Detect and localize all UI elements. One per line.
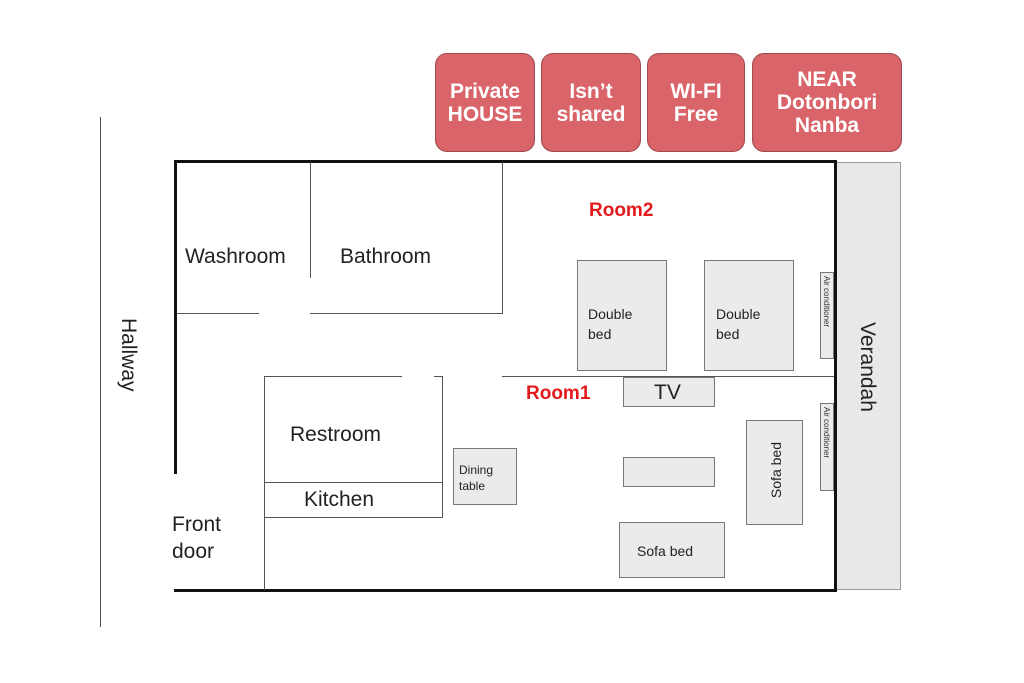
wall-restroom-top-right — [434, 376, 442, 377]
wall-bathroom-right — [502, 162, 503, 314]
air-conditioner-top-label: Air conditioner — [822, 276, 831, 328]
sofa-bed-vertical-label: Sofa bed — [768, 442, 784, 499]
washroom-label: Washroom — [185, 245, 286, 268]
wall-restroom-right — [442, 376, 443, 518]
bathroom-label: Bathroom — [340, 245, 432, 268]
room2-label: Room2 — [589, 200, 654, 221]
wall-washroom-bathroom — [310, 162, 311, 278]
kitchen-label: Kitchen — [304, 488, 375, 511]
hallway-line — [100, 117, 101, 627]
wall-bathroom-bottom — [310, 313, 503, 314]
double-bed-left — [577, 260, 667, 371]
sofa-bed-horizontal-label: Sofa bed — [637, 543, 694, 559]
sofa-bed-vertical — [746, 420, 803, 525]
wall-restroom-left — [264, 376, 265, 590]
room1-label: Room1 — [526, 383, 591, 404]
outer-wall-top — [174, 160, 836, 163]
outer-wall-right — [834, 160, 837, 592]
air-conditioner-top — [820, 272, 834, 359]
air-conditioner-bottom-label: Air conditioner — [822, 407, 831, 459]
wall-kitchen-top — [264, 482, 442, 483]
hallway-label: Hallway — [117, 318, 140, 392]
verandah-label: Verandah — [856, 322, 879, 412]
sofa-bed-horizontal — [619, 522, 725, 578]
tv-label: TV — [654, 381, 681, 404]
outer-wall-left — [174, 160, 177, 474]
wall-room-divider — [502, 376, 834, 377]
tv — [623, 377, 715, 407]
wall-washroom-bottom — [177, 313, 259, 314]
outer-wall-bottom — [174, 589, 836, 592]
coffee-table — [623, 457, 715, 487]
wall-restroom-top — [264, 376, 402, 377]
air-conditioner-bottom — [820, 403, 834, 491]
double-bed-right — [704, 260, 794, 371]
wall-kitchen-bottom — [264, 517, 442, 518]
dining-table — [453, 448, 517, 505]
restroom-label: Restroom — [290, 423, 382, 446]
